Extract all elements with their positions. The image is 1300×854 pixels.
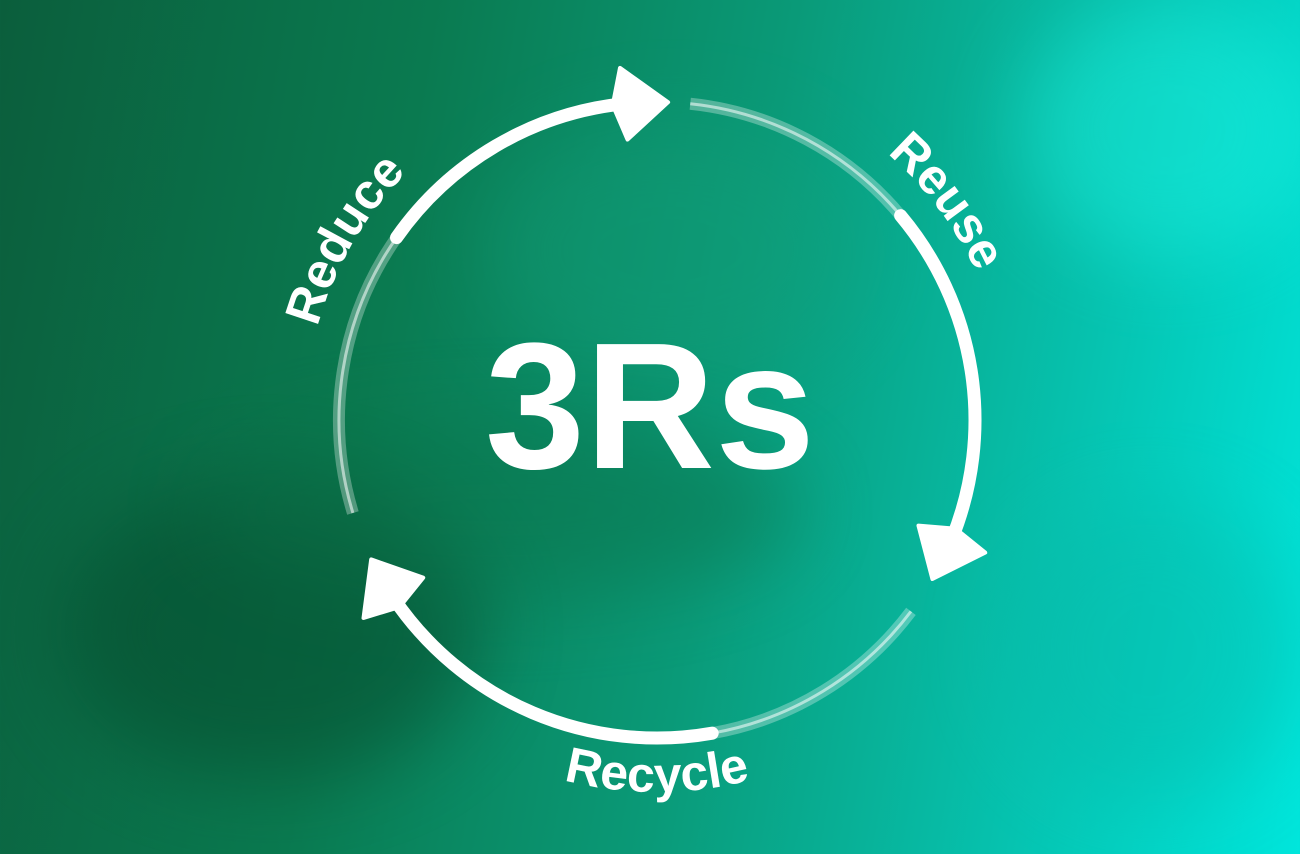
background-blur — [480, 120, 860, 380]
label-reuse: Reuse — [880, 121, 1017, 278]
arrow-recycle-tail-highlight — [711, 610, 913, 735]
arrow-reduce-body — [390, 97, 631, 245]
arrowhead-reuse-icon — [916, 523, 988, 581]
label-recycle: Recycle — [561, 736, 753, 803]
background-blur — [1020, 0, 1300, 260]
arrowhead-reduce-icon — [610, 65, 671, 142]
background-blur — [1000, 500, 1300, 800]
arrow-reuse-tail — [689, 97, 906, 220]
title-3rs: 3Rs — [485, 306, 815, 507]
arrow-reuse-body — [894, 209, 982, 546]
arrowhead-recycle-icon — [361, 557, 426, 620]
background-blur — [200, 420, 800, 600]
arrow-reuse-tail-highlight — [690, 102, 902, 217]
arrow-recycle-tail — [711, 607, 916, 740]
arrow-reduce-tail — [333, 234, 402, 515]
arrow-reduce-tail-highlight — [337, 236, 398, 514]
arrow-recycle-body — [386, 591, 719, 745]
